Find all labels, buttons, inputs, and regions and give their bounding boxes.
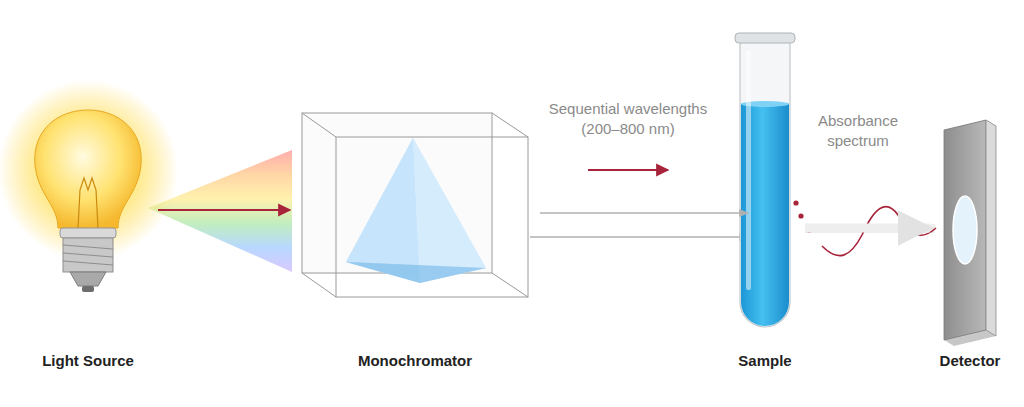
bulb-collar xyxy=(60,228,116,238)
light-source-node: Light Source xyxy=(18,80,158,375)
beam-label: Sequential wavelengths (200–800 nm) xyxy=(537,98,719,139)
node-label-row: Sample xyxy=(725,352,805,369)
bulb-glass xyxy=(35,110,141,228)
beam-label: Absorbance spectrum xyxy=(800,110,916,151)
bulb-screw xyxy=(63,238,113,292)
component-label: Sample xyxy=(738,352,791,369)
detector-plate xyxy=(944,120,996,346)
bulb-glow xyxy=(0,80,178,260)
component-label: Monochromator xyxy=(358,352,472,369)
node-label-row: Detector xyxy=(930,352,1010,369)
node-label-row: Monochromator xyxy=(290,352,540,369)
monochromator-node: Monochromator xyxy=(290,108,540,375)
filament xyxy=(78,178,98,228)
component-label: Detector xyxy=(940,352,1001,369)
monochromator-box xyxy=(302,113,528,297)
light-beam xyxy=(148,150,292,272)
detector-node: Detector xyxy=(930,112,1010,375)
light-ray xyxy=(530,236,748,237)
light-path xyxy=(540,212,748,213)
direction-arrow xyxy=(588,169,668,171)
node-label-row: Light Source xyxy=(18,352,158,369)
test-tube xyxy=(735,33,795,327)
component-label: Light Source xyxy=(42,352,134,369)
transmitted-beam xyxy=(805,224,935,233)
light-path xyxy=(805,224,930,233)
sample-node: Sample xyxy=(725,28,805,375)
prism xyxy=(346,138,486,283)
light-path xyxy=(158,209,290,211)
